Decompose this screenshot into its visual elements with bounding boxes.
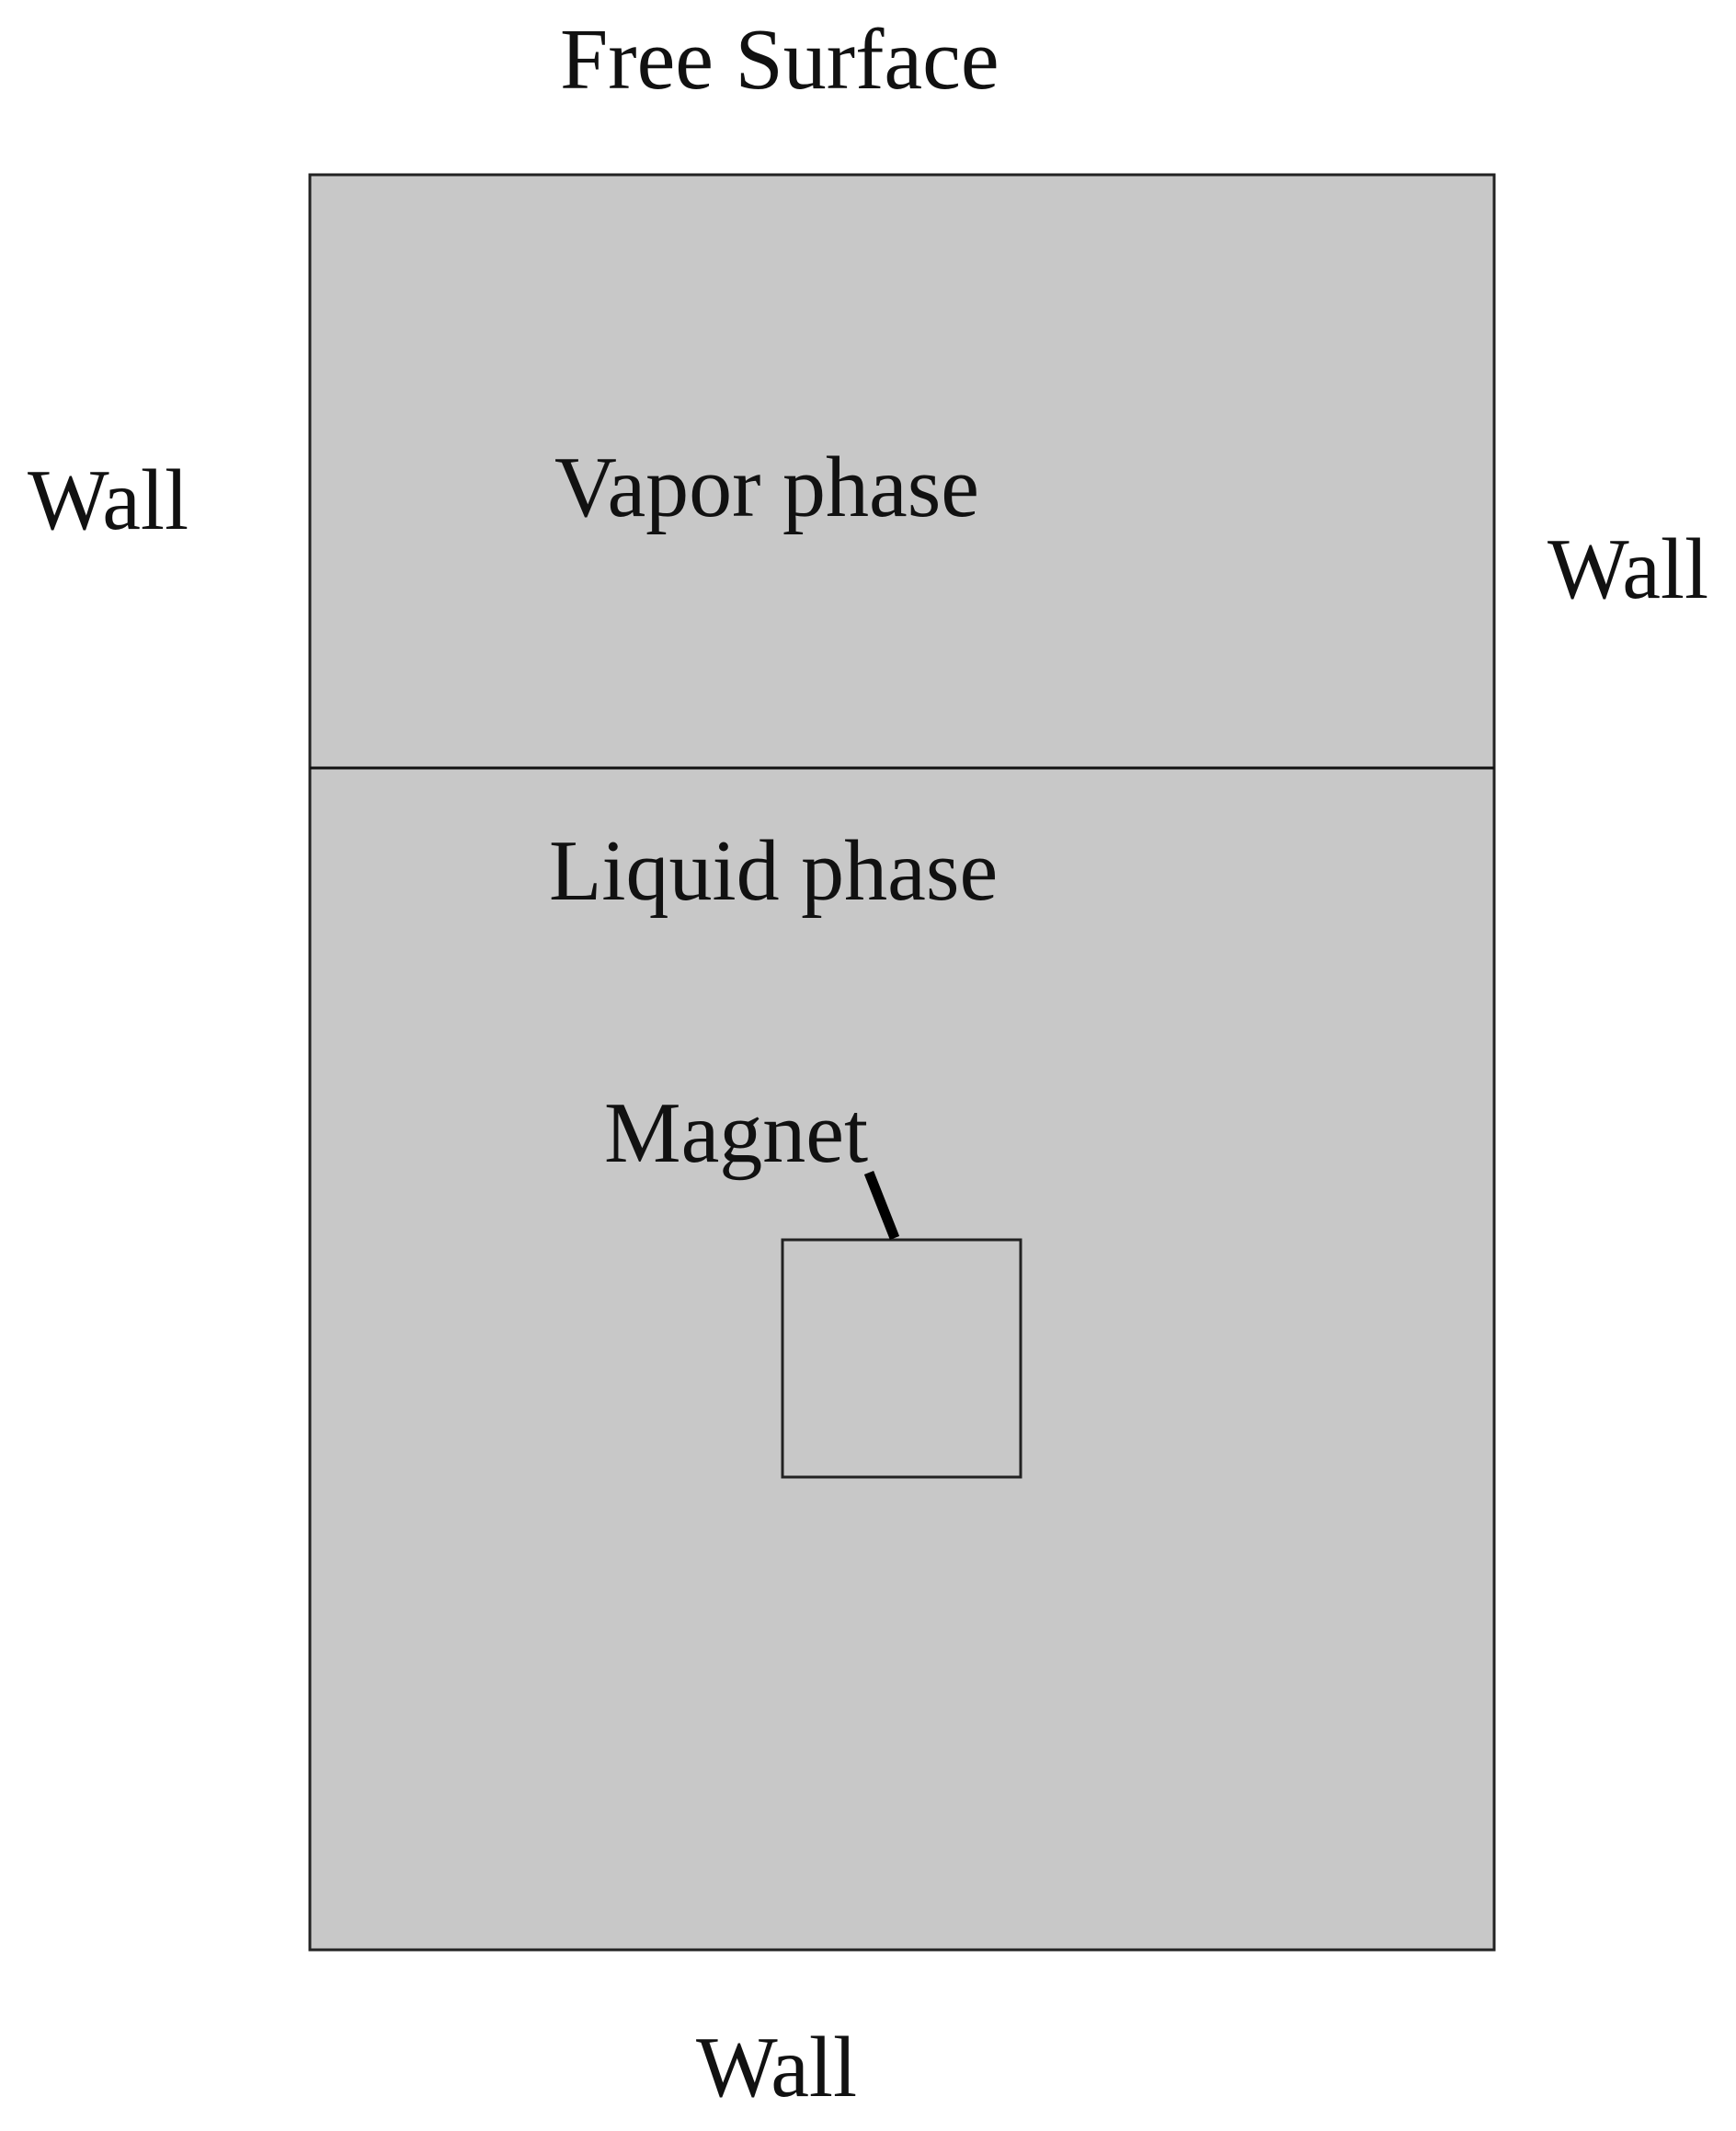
right-wall-label: Wall: [1548, 521, 1709, 617]
liquid-phase-label: Liquid phase: [549, 823, 999, 919]
fluid-domain: [308, 173, 1496, 1952]
magnet-leader-line: [863, 1170, 900, 1241]
magnet-label: Magnet: [604, 1085, 869, 1181]
magnet-box: [781, 1238, 1022, 1479]
vapor-phase-label: Vapor phase: [554, 440, 980, 535]
left-wall-label: Wall: [28, 453, 189, 548]
free-surface-label: Free Surface: [560, 12, 999, 108]
bottom-wall-label: Wall: [696, 2020, 858, 2115]
